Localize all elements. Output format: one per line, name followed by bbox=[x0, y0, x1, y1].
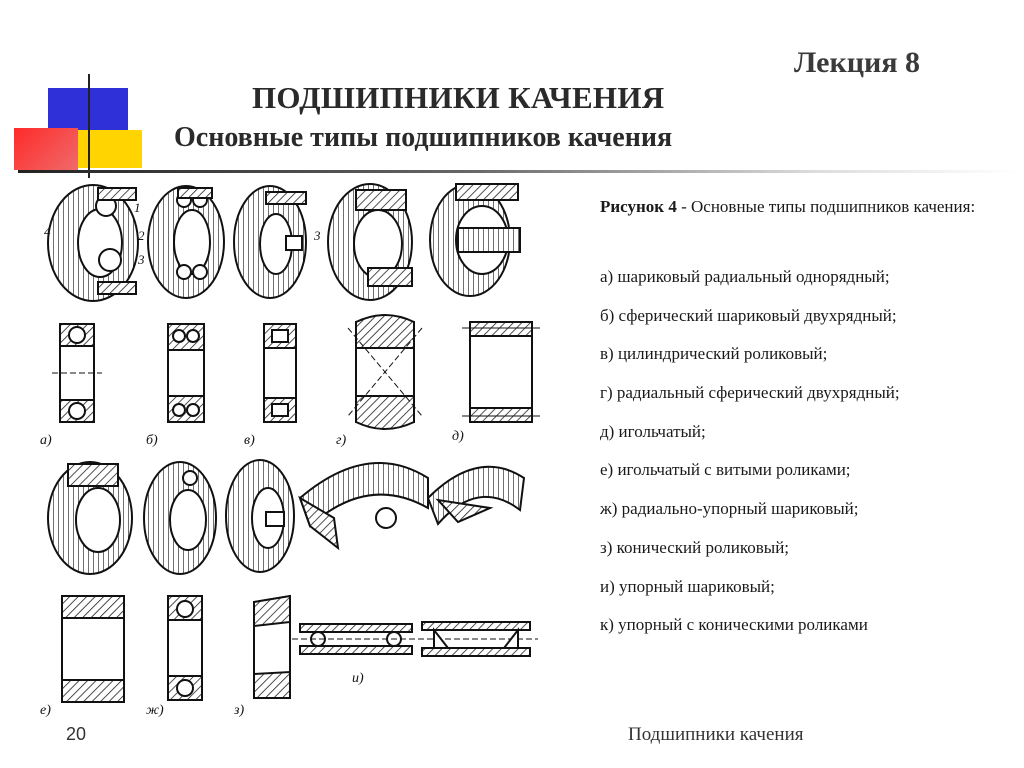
list-item: б) сферический шариковый двухрядный; bbox=[600, 305, 897, 325]
list-item: к) упорный с коническими роликами bbox=[600, 615, 868, 635]
figure-caption: Рисунок 4 - Основные типы подшипников ка… bbox=[600, 196, 1018, 218]
fig-label-b: б) bbox=[146, 433, 158, 448]
bearing-3d-b bbox=[147, 185, 225, 299]
list-item: з) конический роликовый; bbox=[600, 537, 790, 557]
bearing-3d-a bbox=[47, 184, 139, 302]
fig-label-c: в) bbox=[244, 433, 255, 448]
caption-label: Рисунок 4 bbox=[600, 197, 677, 216]
bearing-3d-g bbox=[143, 461, 217, 575]
slide-subtitle: Основные типы подшипников качения bbox=[174, 122, 673, 153]
fig-label-f: е) bbox=[40, 703, 51, 718]
fig-label-e: д) bbox=[452, 429, 464, 444]
section-h bbox=[253, 594, 291, 699]
fig-label-d: г) bbox=[336, 433, 346, 448]
section-d bbox=[347, 314, 423, 430]
decor-horizontal-line bbox=[18, 170, 1018, 173]
row1-bearings bbox=[47, 183, 521, 302]
thrust-roller-3d bbox=[426, 465, 526, 526]
row3-bearings bbox=[47, 459, 526, 575]
callout-label-1: 1 bbox=[134, 200, 141, 215]
fig-label-g: ж) bbox=[146, 703, 164, 718]
decor-red-square bbox=[14, 128, 78, 170]
list-item: д) игольчатый; bbox=[600, 421, 706, 441]
footer-text: Подшипники качения bbox=[628, 724, 804, 745]
fig-label-a: а) bbox=[40, 433, 52, 448]
bearing-3d-h bbox=[225, 459, 295, 573]
section-k bbox=[421, 621, 531, 657]
lecture-number: Лекция 8 bbox=[794, 46, 921, 79]
row2-sections bbox=[52, 314, 540, 430]
decor-vertical-line bbox=[88, 74, 90, 178]
section-i bbox=[292, 623, 538, 655]
list-item: е) игольчатый с витыми роликами; bbox=[600, 460, 851, 480]
row4-sections bbox=[61, 594, 538, 703]
bearing-3d-c bbox=[233, 185, 307, 299]
bearing-types-figure: 1 2 3 4 3 bbox=[40, 183, 540, 718]
fig-label-i: и) bbox=[352, 671, 364, 686]
callout-label-4: 4 bbox=[44, 224, 51, 239]
list-item: в) цилиндрический роликовый; bbox=[600, 344, 828, 364]
fig-label-h: з) bbox=[233, 703, 244, 718]
list-item: г) радиальный сферический двухрядный; bbox=[600, 383, 900, 403]
list-item: а) шариковый радиальный однорядный; bbox=[600, 267, 890, 286]
page-number: 20 bbox=[66, 724, 87, 744]
bearing-3d-d bbox=[327, 183, 413, 301]
thrust-ball-3d bbox=[298, 461, 429, 551]
callout-label-3: 3 bbox=[137, 252, 145, 267]
section-g bbox=[167, 595, 203, 701]
callout-label-2: 2 bbox=[138, 228, 145, 243]
section-a bbox=[52, 323, 102, 423]
slide-title: ПОДШИПНИКИ КАЧЕНИЯ bbox=[252, 80, 665, 115]
list-item: и) упорный шариковый; bbox=[600, 576, 775, 596]
callout-label-3b: 3 bbox=[313, 228, 321, 243]
bearing-3d-e bbox=[429, 183, 521, 297]
section-b bbox=[167, 323, 205, 423]
section-c bbox=[263, 323, 297, 423]
bearing-3d-f bbox=[47, 461, 133, 575]
caption-text: - Основные типы подшипников качения: bbox=[676, 197, 976, 216]
section-e bbox=[462, 321, 540, 423]
bearing-types-list: а) шариковый радиальный однорядный; б) с… bbox=[600, 266, 1020, 653]
section-f bbox=[61, 595, 125, 703]
list-item: ж) радиально-упорный шариковый; bbox=[600, 499, 859, 519]
